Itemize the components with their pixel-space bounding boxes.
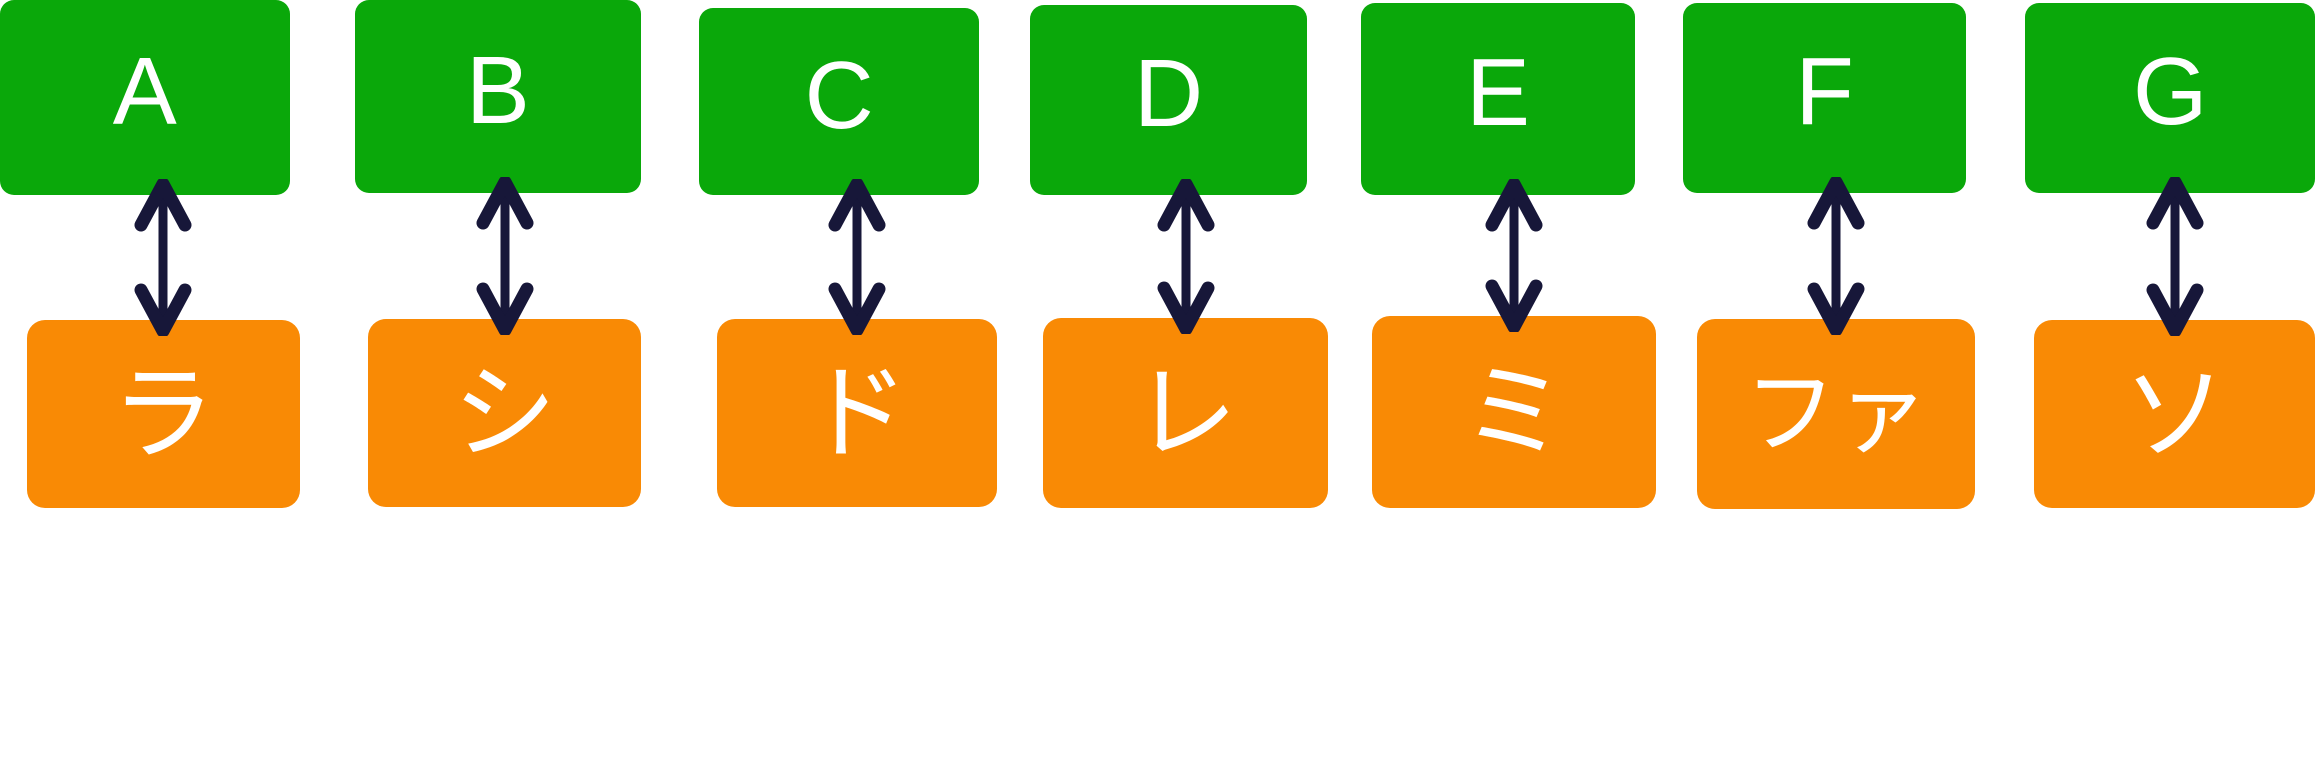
pair-connector-arrow-5	[1807, 177, 1865, 335]
pair-connector-arrow-3	[1157, 179, 1215, 334]
note-node-c[interactable]: C	[698, 8, 980, 195]
note-label: D	[1133, 40, 1204, 147]
solfege-label: シ	[452, 352, 557, 474]
note-label: B	[465, 36, 530, 144]
note-node-d[interactable]: D	[1029, 5, 1308, 195]
note-label: G	[2132, 38, 2208, 145]
pair-connector-arrow-6	[2146, 177, 2204, 336]
solfege-label: ソ	[2122, 353, 2227, 475]
solfege-label: レ	[1133, 352, 1238, 474]
pair-connector-arrow-0	[134, 179, 192, 336]
pair-connector-arrow-2	[828, 179, 886, 335]
solfege-node-4[interactable]: ミ	[1372, 316, 1657, 508]
pair-connector-arrow-1	[476, 177, 533, 335]
note-label: A	[112, 37, 177, 145]
solfege-label: ファ	[1744, 360, 1929, 467]
note-label: E	[1466, 39, 1531, 146]
note-node-b[interactable]: B	[354, 0, 642, 193]
solfege-node-3[interactable]: レ	[1043, 318, 1329, 508]
solfege-label: ミ	[1462, 351, 1567, 473]
note-node-f[interactable]: F	[1682, 3, 1967, 193]
solfege-node-5[interactable]: ファ	[1697, 319, 1976, 509]
note-label: C	[804, 41, 874, 149]
note-label: F	[1795, 38, 1854, 145]
solfege-node-1[interactable]: シ	[367, 319, 642, 507]
solfege-node-6[interactable]: ソ	[2034, 320, 2315, 508]
solfege-node-2[interactable]: ド	[716, 319, 998, 507]
solfege-label: ド	[804, 352, 909, 474]
note-node-g[interactable]: G	[2025, 3, 2315, 193]
solfege-node-0[interactable]: ラ	[26, 320, 300, 508]
solfege-label: ラ	[111, 353, 216, 475]
pair-connector-arrow-4	[1485, 179, 1543, 332]
note-node-e[interactable]: E	[1360, 3, 1636, 195]
note-node-a[interactable]: A	[0, 0, 290, 195]
